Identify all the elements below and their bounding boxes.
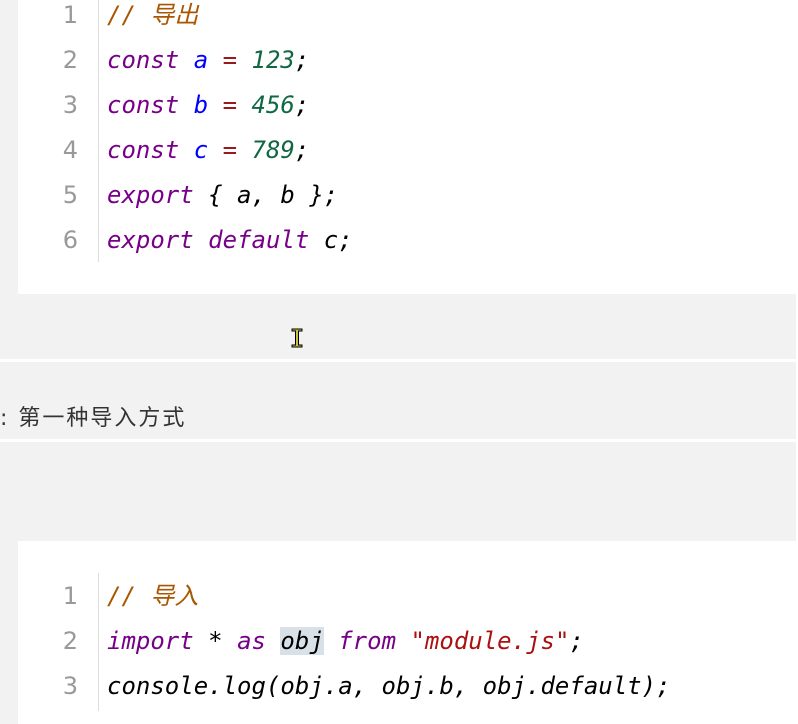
line-number: 4 (62, 136, 78, 164)
code-line[interactable]: 2 import * as obj from "module.js"; (18, 626, 798, 671)
code-token (208, 91, 222, 119)
code-token: "module.js" (410, 627, 570, 655)
code-token (237, 136, 251, 164)
code-token: b (193, 91, 209, 119)
code-token (179, 136, 193, 164)
code-token: c; (323, 226, 353, 254)
code-token: default (208, 226, 310, 254)
code-token (309, 226, 323, 254)
import-code-block[interactable]: 1 // 导入 2 import * as obj from "module.js";… (18, 541, 798, 724)
code-token (237, 91, 251, 119)
code-token (396, 627, 410, 655)
code-token: = (222, 136, 238, 164)
code-token: const (107, 136, 180, 164)
code-token: const (107, 91, 180, 119)
code-token (194, 627, 208, 655)
code-token: 123 (251, 46, 295, 74)
code-line[interactable]: 1 // 导出 (18, 0, 798, 45)
code-token: from (338, 627, 397, 655)
text-cursor-icon (291, 328, 303, 348)
code-token: ; (323, 181, 339, 209)
code-token: { (208, 181, 223, 209)
code-token: 456 (251, 91, 295, 119)
code-token (208, 46, 222, 74)
code-token: = (222, 91, 238, 119)
section-divider (0, 359, 798, 362)
code-token: import (107, 627, 194, 655)
code-text: const a = 123; (107, 45, 309, 75)
code-token (179, 46, 193, 74)
code-text: const b = 456; (107, 90, 309, 120)
line-number: 3 (62, 672, 78, 700)
line-number: 6 (62, 226, 78, 254)
line-number: 2 (62, 46, 78, 74)
code-text: export default c; (107, 225, 353, 255)
line-number: 1 (62, 1, 78, 29)
gutter-divider (98, 573, 99, 711)
code-line[interactable]: 4 const c = 789; (18, 135, 798, 180)
code-text: console.log(obj.a, obj.b, obj.default); (107, 671, 671, 701)
code-text: import * as obj from "module.js"; (107, 626, 584, 656)
code-line[interactable]: 5 export { a, b }; (18, 180, 798, 225)
code-text: const c = 789; (107, 135, 309, 165)
right-edge (796, 294, 798, 541)
code-token: ; (294, 91, 310, 119)
code-token: const (107, 46, 180, 74)
code-token: // 导入 (107, 582, 199, 610)
code-token (223, 627, 237, 655)
code-text: // 导出 (107, 0, 198, 30)
code-token: ; (569, 627, 584, 655)
code-text: // 导入 (107, 581, 198, 611)
code-token: export (107, 181, 194, 209)
code-token (194, 226, 208, 254)
code-token (208, 136, 222, 164)
section-heading: : 第一种导入方式 (0, 406, 187, 431)
export-code-block[interactable]: 1 // 导出 2 const a = 123; 3 const b = 456; 4 con… (18, 0, 798, 294)
code-token: ; (294, 136, 310, 164)
code-line[interactable]: 3 console.log(obj.a, obj.b, obj.default); (18, 671, 798, 716)
code-token: 789 (251, 136, 295, 164)
gutter-divider (98, 0, 99, 262)
code-token: ; (294, 46, 310, 74)
code-token: as (237, 627, 266, 655)
section-divider (0, 439, 798, 442)
code-token: // 导出 (107, 1, 199, 29)
code-token: = (222, 46, 238, 74)
code-line[interactable]: 1 // 导入 (18, 581, 798, 626)
code-token: } (309, 181, 324, 209)
code-token (194, 181, 208, 209)
code-token: * (208, 627, 223, 655)
code-token (179, 91, 193, 119)
code-token: console.log(obj.a, obj.b, obj.default); (107, 672, 671, 700)
line-number: 5 (62, 181, 78, 209)
line-number: 3 (62, 91, 78, 119)
line-number: 1 (62, 582, 78, 610)
code-token (324, 627, 338, 655)
code-token: c (193, 136, 209, 164)
code-token (237, 46, 251, 74)
code-line[interactable]: 3 const b = 456; (18, 90, 798, 135)
code-token: a, b (222, 181, 310, 209)
code-text: export { a, b }; (107, 180, 338, 210)
line-number: 2 (62, 627, 78, 655)
code-token (266, 627, 280, 655)
code-line[interactable]: 6 export default c; (18, 225, 798, 270)
code-line[interactable]: 2 const a = 123; (18, 45, 798, 90)
code-token: obj (280, 627, 324, 655)
code-token: export (107, 226, 194, 254)
code-token: a (193, 46, 209, 74)
